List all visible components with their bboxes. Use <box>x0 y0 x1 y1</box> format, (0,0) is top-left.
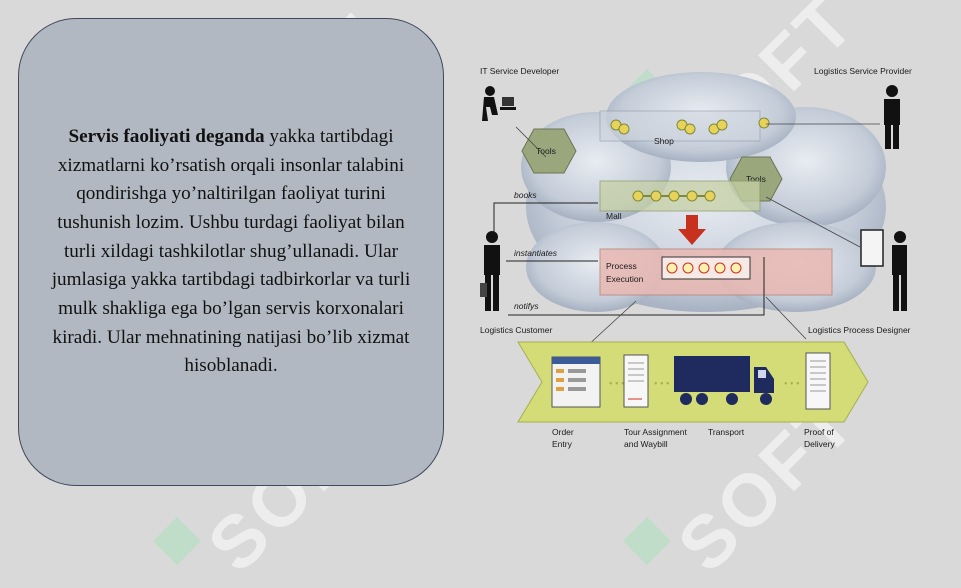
step-label-line1: Proof of <box>804 427 834 437</box>
role-customer: Logistics Customer <box>480 325 552 335</box>
proof-document-icon <box>805 352 831 410</box>
text-card: Servis faoliyati deganda yakka tartibdag… <box>18 18 444 486</box>
shop-nodes <box>610 117 770 135</box>
tools-left-label: Tools <box>536 146 556 156</box>
bold-lead: Servis faoliyati deganda <box>68 125 265 147</box>
designer-figure-icon <box>860 229 907 311</box>
process-step-labels: Order Entry Tour Assignment and Waybill … <box>552 427 835 449</box>
shop-label: Shop <box>654 136 674 146</box>
tools-left-hexagon <box>521 128 577 174</box>
ellipsis-2: • • • <box>654 379 670 390</box>
connector-lines <box>515 123 880 348</box>
logistics-service-diagram: IT Service Developer Logistics Service P… <box>480 66 912 449</box>
books-label: books <box>514 190 537 200</box>
step-label-line1: Transport <box>708 427 745 437</box>
order-form-icon <box>551 356 601 408</box>
notifys-arrow <box>508 257 765 316</box>
books-arrow <box>493 202 598 233</box>
process-label-2: Execution <box>606 274 644 284</box>
tools-right-label: Tools <box>746 174 766 184</box>
process-label-1: Process <box>606 261 637 271</box>
ellipsis-3: • • • <box>784 379 800 390</box>
body-text: yakka tartibdagi xizmatlarni ko’rsatish … <box>51 125 411 377</box>
ellipsis-1: • • • <box>609 379 625 390</box>
provider-figure-icon <box>884 85 900 149</box>
instantiates-label: instantiates <box>514 248 558 258</box>
role-it-developer: IT Service Developer <box>480 66 559 76</box>
step-label-line1: Order <box>552 427 574 437</box>
role-logistics-provider: Logistics Service Provider <box>814 66 912 76</box>
step-label-line2: Entry <box>552 439 573 449</box>
process-node-chain <box>666 262 742 274</box>
waybill-document-icon <box>623 354 649 408</box>
step-label-line1: Tour Assignment <box>624 427 687 437</box>
body-paragraph: Servis faoliyati deganda yakka tartibdag… <box>19 123 443 381</box>
notifys-label: notifys <box>514 301 539 311</box>
step-label-line2: and Waybill <box>624 439 668 449</box>
step-label-line2: Delivery <box>804 439 835 449</box>
role-process-designer: Logistics Process Designer <box>808 325 911 335</box>
developer-figure-icon <box>482 86 516 121</box>
customer-figure-icon <box>480 231 500 311</box>
mall-label: Mall <box>606 211 622 221</box>
down-arrow-icon <box>678 215 706 245</box>
mall-node-chain <box>632 190 716 202</box>
truck-icon <box>674 356 774 405</box>
